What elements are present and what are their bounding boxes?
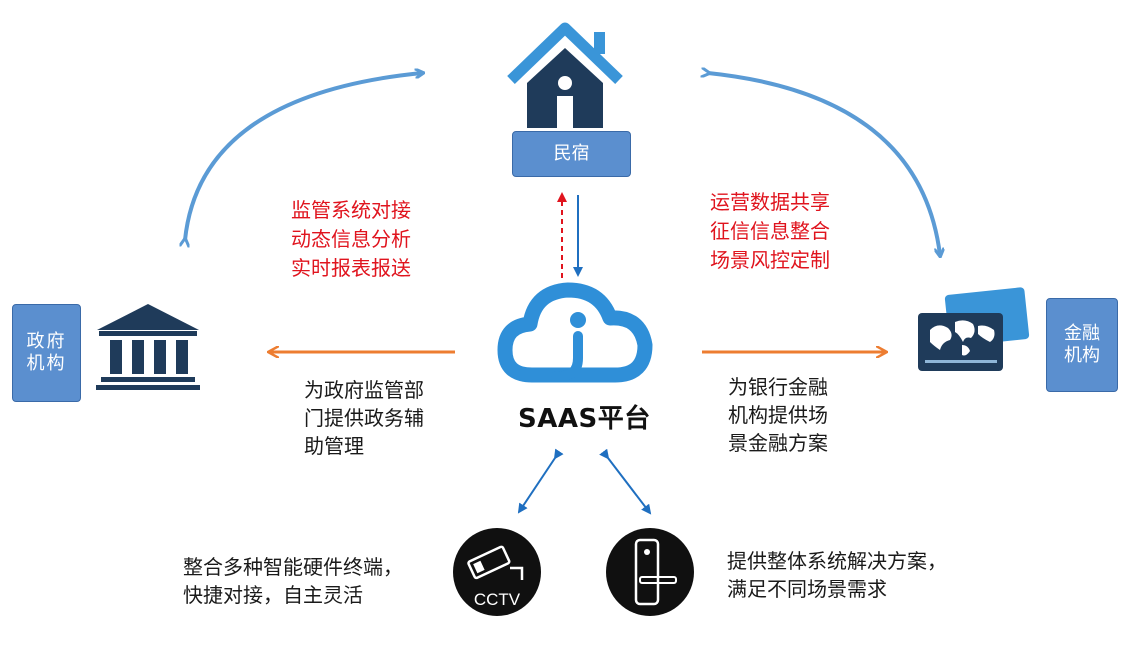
homestay-box: 民宿 [512,131,631,177]
left-red-line-2: 动态信息分析 [291,227,411,251]
diag-right-arrow [599,448,652,515]
left-red-line-1: 监管系统对接 [291,198,411,222]
bank-icon [96,304,200,390]
right-red-line-2: 征信信息整合 [710,219,830,243]
right-red-line-1: 运营数据共享 [710,190,830,214]
right-black-line-2: 机构提供场 [728,403,828,427]
bottom-left-line-2: 快捷对接，自主灵活 [183,583,363,607]
cctv-camera-icon: CCTV [453,528,541,616]
smart-lock-icon [606,528,694,616]
government-box-text: 政府 机构 [26,330,67,375]
platform-label: SAAS平台 [518,404,651,434]
bottom-right-text: 提供整体系统解决方案， 满足不同场景需求 [727,547,947,603]
bottom-left-text: 整合多种智能硬件终端， 快捷对接，自主灵活 [183,553,403,609]
left-black-line-3: 助管理 [304,434,364,458]
bottom-left-line-1: 整合多种智能硬件终端， [183,555,403,579]
left-black-line-1: 为政府监管部 [304,378,424,402]
left-black-line-2: 门提供政务辅 [304,406,424,430]
right-black-line-3: 景金融方案 [728,431,828,455]
right-red-text: 运营数据共享 征信信息整合 场景风控定制 [710,188,830,275]
left-black-text: 为政府监管部 门提供政务辅 助管理 [304,376,424,460]
arc-left-arrow [185,73,422,240]
right-black-text: 为银行金融 机构提供场 景金融方案 [728,373,828,457]
left-red-line-3: 实时报表报送 [291,256,411,280]
right-red-line-3: 场景风控定制 [710,248,830,272]
house-icon [507,22,623,128]
bottom-right-line-1: 提供整体系统解决方案， [727,549,947,573]
government-box: 政府 机构 [12,304,81,402]
right-black-line-1: 为银行金融 [728,375,828,399]
cctv-label: CCTV [474,590,521,609]
arc-right-arrow [708,73,940,255]
bank-card-icon [918,287,1030,371]
left-red-text: 监管系统对接 动态信息分析 实时报表报送 [291,196,411,283]
cloud-logo-icon [497,282,653,383]
bottom-right-line-2: 满足不同场景需求 [727,577,887,601]
finance-box-text: 金融 机构 [1064,322,1100,367]
diag-left-arrow [517,448,564,514]
finance-box: 金融 机构 [1046,298,1118,392]
